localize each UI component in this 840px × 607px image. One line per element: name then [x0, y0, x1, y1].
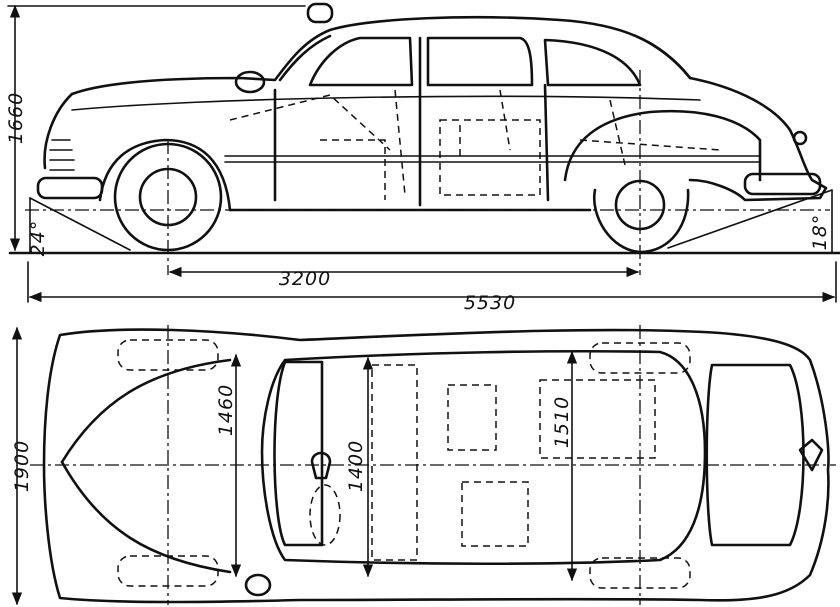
- seat-front-right: [461, 481, 529, 547]
- top-view: 1900 1460 1400 1510: [11, 325, 836, 606]
- window-rear: [543, 38, 642, 87]
- window-middle: [426, 36, 534, 87]
- front-wheel-arch: [98, 138, 232, 212]
- rear-track-label: 1510: [551, 396, 573, 448]
- front-bumper: [36, 176, 104, 200]
- length-label: 5530: [464, 292, 516, 314]
- approach-angle-label: 24°: [27, 220, 49, 257]
- top-body-outline: [42, 328, 830, 604]
- front-track-label: 1460: [215, 384, 237, 436]
- height-label: 1660: [5, 92, 27, 144]
- rear-emblem: [798, 438, 824, 472]
- side-body-outline: [43, 15, 828, 202]
- side-mirror: [244, 573, 272, 597]
- door-line-c: [543, 83, 550, 202]
- front-grille: [49, 139, 75, 171]
- departure-angle-line: [667, 189, 833, 249]
- top-windshield: [273, 360, 324, 547]
- side-view: 1660 24° 18° 3200 5530: [5, 2, 840, 314]
- interior-width-label: 1400: [345, 440, 367, 492]
- hood-ornament: [310, 451, 332, 480]
- tail-light: [792, 130, 808, 146]
- seat-front-left: [447, 384, 497, 451]
- rear-bumper: [743, 172, 822, 196]
- top-rear-window: [705, 363, 805, 547]
- window-front: [308, 36, 414, 87]
- windshield: [278, 34, 332, 82]
- side-lamp: [234, 70, 266, 94]
- hood-curve-upper: [60, 358, 232, 464]
- roof-beacon: [306, 2, 334, 24]
- hidden-steering: [229, 94, 391, 151]
- seat-middle: [371, 364, 418, 561]
- rear-window: [646, 40, 692, 80]
- hidden-seat-outline: [320, 119, 541, 200]
- rear-wheel: [592, 188, 690, 254]
- rear-fender-skirt: [563, 109, 762, 182]
- steering-wheel: [309, 484, 341, 546]
- wheelbase-label: 3200: [279, 268, 331, 290]
- cabin-outline: [260, 349, 707, 566]
- width-label: 1900: [11, 440, 33, 492]
- hood-curve-lower: [60, 460, 232, 574]
- departure-angle-label: 18°: [809, 214, 831, 251]
- belt-line: [71, 95, 701, 111]
- approach-angle-line: [29, 197, 131, 251]
- hidden-pillar: [394, 89, 511, 196]
